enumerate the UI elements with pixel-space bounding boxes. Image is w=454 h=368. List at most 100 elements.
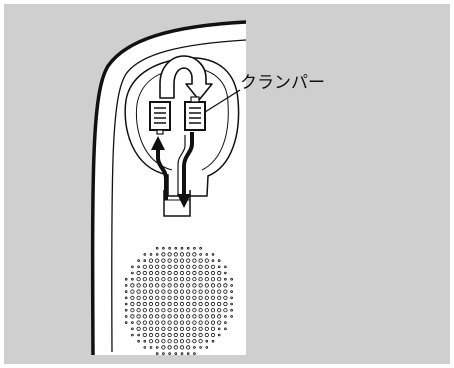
speaker-hole bbox=[155, 283, 160, 288]
speaker-hole bbox=[192, 295, 197, 300]
speaker-hole bbox=[167, 252, 172, 257]
speaker-hole bbox=[179, 289, 185, 294]
speaker-hole bbox=[210, 295, 216, 300]
speaker-hole bbox=[210, 277, 216, 282]
speaker-hole bbox=[217, 333, 221, 337]
speaker-hole bbox=[179, 283, 185, 288]
speaker-hole bbox=[193, 346, 196, 349]
speaker-hole bbox=[198, 264, 203, 269]
speaker-hole bbox=[204, 289, 209, 294]
curved-arrow-icon bbox=[159, 55, 213, 101]
speaker-hole bbox=[186, 339, 191, 344]
speaker-hole bbox=[199, 253, 202, 256]
speaker-hole bbox=[161, 339, 166, 344]
speaker-hole bbox=[193, 246, 196, 250]
speaker-hole bbox=[186, 295, 191, 300]
speaker-hole bbox=[130, 301, 135, 307]
speaker-hole bbox=[131, 321, 134, 324]
speaker-hole bbox=[192, 332, 197, 338]
speaker-hole bbox=[210, 301, 216, 307]
speaker-hole bbox=[230, 290, 233, 293]
speaker-hole bbox=[192, 283, 197, 288]
speaker-hole bbox=[217, 308, 222, 313]
speaker-hole bbox=[179, 258, 185, 263]
speaker-hole bbox=[192, 258, 197, 263]
speaker-hole bbox=[205, 346, 209, 349]
speaker-hole bbox=[224, 271, 227, 275]
speaker-hole bbox=[230, 284, 233, 287]
speaker-hole bbox=[148, 289, 154, 294]
speaker-hole bbox=[143, 346, 147, 349]
speaker-hole bbox=[161, 283, 166, 288]
speaker-hole bbox=[167, 283, 172, 288]
speaker-hole bbox=[155, 352, 159, 355]
speaker-hole bbox=[136, 308, 141, 313]
speaker-hole bbox=[186, 283, 191, 288]
speaker-hole bbox=[161, 320, 166, 325]
speaker-hole bbox=[205, 253, 209, 256]
speaker-hole bbox=[192, 314, 197, 319]
speaker-hole bbox=[186, 246, 190, 250]
speaker-hole bbox=[186, 301, 191, 307]
speaker-hole bbox=[217, 277, 222, 282]
speaker-hole bbox=[155, 289, 160, 294]
speaker-hole bbox=[136, 320, 141, 325]
speaker-hole bbox=[148, 264, 154, 269]
speaker-hole bbox=[179, 270, 185, 276]
speaker-hole bbox=[210, 320, 216, 325]
speaker-hole bbox=[186, 277, 191, 282]
speaker-hole bbox=[198, 270, 203, 276]
speaker-hole bbox=[136, 314, 141, 319]
speaker-hole bbox=[198, 295, 203, 300]
speaker-hole bbox=[193, 352, 196, 355]
speaker-hole bbox=[148, 270, 154, 276]
speaker-hole bbox=[143, 253, 147, 256]
speaker-hole bbox=[192, 252, 197, 257]
speaker-hole bbox=[167, 326, 172, 331]
speaker-hole bbox=[186, 326, 191, 331]
speaker-hole bbox=[217, 314, 222, 319]
speaker-grille bbox=[124, 246, 233, 355]
speaker-hole bbox=[161, 295, 166, 300]
speaker-hole bbox=[148, 332, 154, 338]
speaker-hole bbox=[186, 352, 190, 355]
speaker-hole bbox=[148, 301, 154, 307]
speaker-hole bbox=[179, 332, 185, 338]
speaker-hole bbox=[211, 339, 215, 343]
speaker-hole bbox=[148, 320, 154, 325]
speaker-hole bbox=[198, 308, 203, 313]
speaker-hole bbox=[173, 258, 178, 263]
speaker-hole bbox=[167, 270, 172, 276]
speaker-hole bbox=[192, 277, 197, 282]
speaker-hole bbox=[167, 301, 172, 307]
speaker-hole bbox=[192, 326, 197, 331]
speaker-hole bbox=[161, 345, 166, 350]
speaker-hole bbox=[168, 352, 171, 355]
speaker-hole bbox=[224, 315, 227, 318]
speaker-hole bbox=[198, 314, 203, 319]
speaker-hole bbox=[217, 283, 222, 288]
speaker-hole bbox=[210, 332, 216, 338]
speaker-hole bbox=[137, 339, 140, 343]
speaker-hole bbox=[148, 308, 154, 313]
speaker-hole bbox=[204, 326, 209, 331]
speaker-hole bbox=[210, 314, 216, 319]
speaker-hole bbox=[210, 283, 216, 288]
speaker-hole bbox=[198, 283, 203, 288]
speaker-hole bbox=[173, 314, 178, 319]
speaker-hole bbox=[155, 314, 160, 319]
speaker-hole bbox=[223, 308, 228, 313]
speaker-hole bbox=[223, 283, 228, 288]
speaker-hole bbox=[167, 314, 172, 319]
speaker-hole bbox=[161, 270, 166, 276]
speaker-hole bbox=[211, 253, 215, 256]
speaker-hole bbox=[124, 308, 128, 312]
speaker-hole bbox=[137, 333, 140, 337]
speaker-hole bbox=[186, 289, 191, 294]
speaker-hole bbox=[142, 295, 147, 300]
speaker-hole bbox=[186, 332, 191, 338]
speaker-hole bbox=[161, 308, 166, 313]
speaker-hole bbox=[186, 258, 191, 263]
speaker-hole bbox=[167, 295, 172, 300]
speaker-hole bbox=[179, 345, 185, 350]
